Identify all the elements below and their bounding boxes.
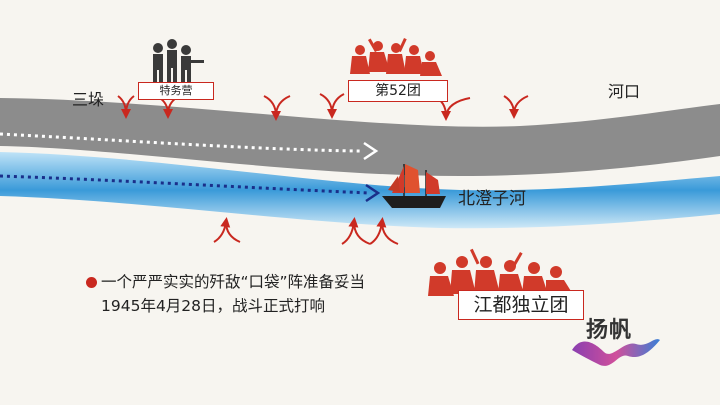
river-advance-arrow xyxy=(0,174,381,203)
regiment-52-soldiers-icon xyxy=(350,38,442,76)
brand-logo-text: 扬帆 xyxy=(586,318,633,343)
special-battalion-soldiers-icon xyxy=(153,39,204,82)
label-hekou: 河口 xyxy=(608,82,641,101)
river xyxy=(0,152,720,229)
ambush-arrows-top xyxy=(117,93,529,121)
unit-regiment-52: 第52团 xyxy=(348,80,448,102)
ambush-arrows-bottom xyxy=(213,217,399,245)
jiangdu-regiment-soldiers-icon xyxy=(428,248,574,296)
label-sanduo: 三垛 xyxy=(72,90,105,109)
road xyxy=(0,98,720,176)
brand-wave-icon xyxy=(572,339,660,366)
label-river: 北澄子河 xyxy=(458,189,526,209)
unit-special-battalion: 特务营 xyxy=(138,82,214,100)
bullet-dot xyxy=(86,277,97,288)
unit-jiangdu-regiment: 江都独立团 xyxy=(458,290,584,320)
caption-line2: 1945年4月28日，战斗正式打响 xyxy=(101,297,326,315)
junk-boat-icon xyxy=(382,164,446,208)
caption: 一个严严实实的歼敌“口袋”阵准备妥当 1945年4月28日，战斗正式打响 xyxy=(86,270,365,318)
road-advance-arrow xyxy=(0,132,379,161)
caption-line1: 一个严严实实的歼敌“口袋”阵准备妥当 xyxy=(101,273,366,291)
